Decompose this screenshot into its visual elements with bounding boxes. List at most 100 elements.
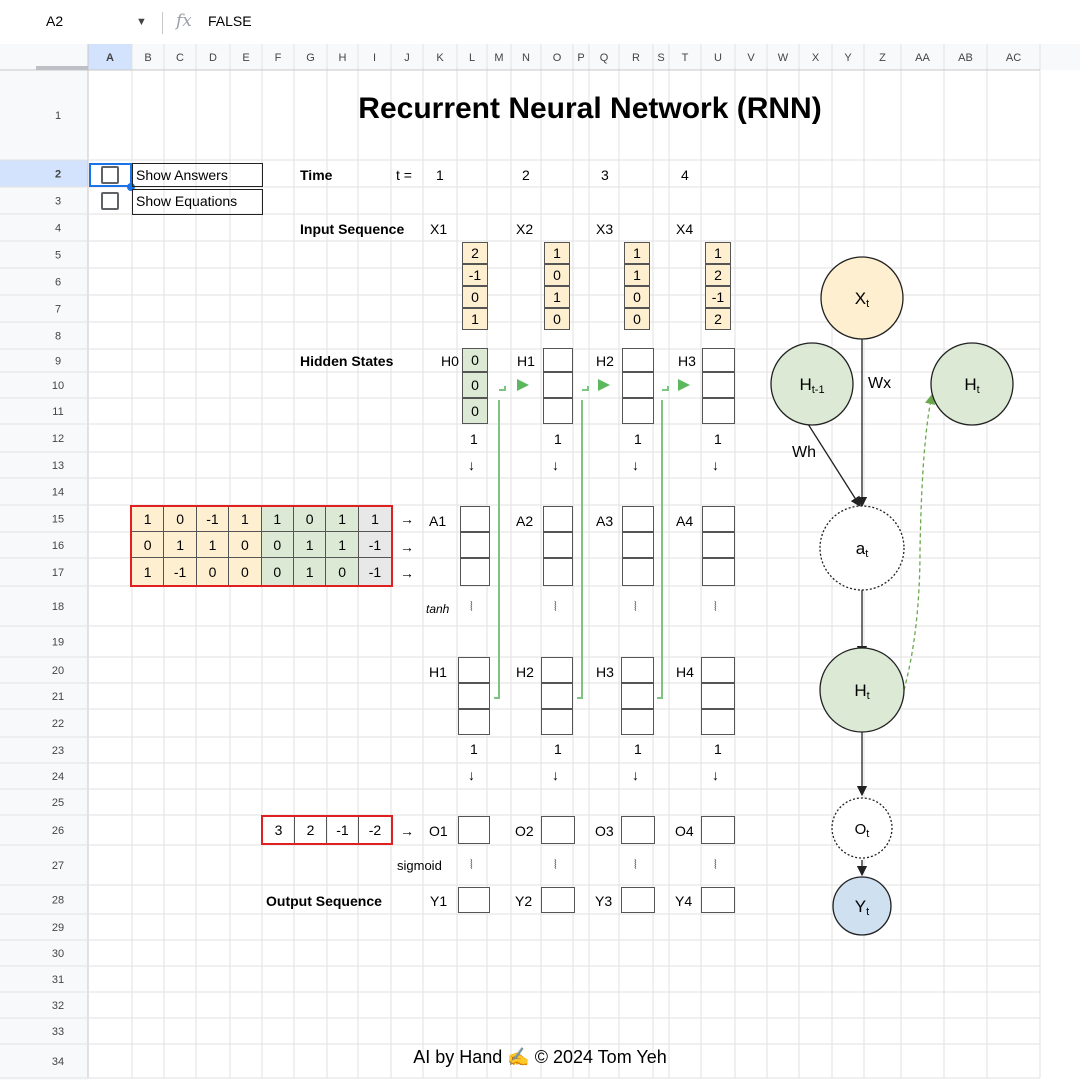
input-name: X3 — [596, 221, 614, 237]
input-cell[interactable]: 1 — [624, 242, 650, 264]
weight-cell[interactable]: 0 — [229, 558, 262, 585]
hidden-out-cell[interactable] — [701, 683, 735, 709]
input-cell[interactable]: 1 — [544, 286, 570, 308]
preact-cell[interactable] — [543, 532, 573, 558]
preact-cell[interactable] — [460, 506, 490, 532]
weight-cell[interactable]: 0 — [326, 558, 359, 585]
row-header: 24 — [52, 771, 64, 783]
preact-cell[interactable] — [622, 532, 654, 558]
input-cell[interactable]: 0 — [624, 286, 650, 308]
weight-cell[interactable]: 1 — [358, 507, 392, 532]
hidden-cell[interactable] — [543, 398, 573, 424]
weight-cell[interactable]: 0 — [229, 532, 262, 558]
hidden-out-cell[interactable] — [541, 683, 573, 709]
output-cell[interactable] — [458, 887, 490, 913]
preact-cell[interactable] — [622, 506, 654, 532]
preact-cell[interactable] — [543, 506, 573, 532]
output-cell[interactable] — [621, 887, 655, 913]
output-weight-cell[interactable]: 2 — [295, 817, 327, 843]
weight-cell[interactable]: -1 — [196, 507, 230, 532]
hidden-cell[interactable]: 0 — [462, 372, 488, 398]
weight-cell[interactable]: 1 — [132, 558, 165, 585]
input-cell[interactable]: 0 — [462, 286, 488, 308]
weight-cell[interactable]: 1 — [229, 507, 262, 532]
hidden-out-cell[interactable] — [458, 709, 490, 735]
hidden-cell[interactable] — [622, 372, 654, 398]
weight-cell[interactable]: 1 — [294, 532, 327, 558]
preact-cell[interactable] — [702, 532, 735, 558]
weight-cell[interactable]: 0 — [261, 532, 294, 558]
row-header: 22 — [52, 718, 64, 730]
weight-cell[interactable]: 1 — [196, 532, 230, 558]
weight-cell[interactable]: 1 — [294, 558, 327, 585]
output-weight-cell[interactable]: 3 — [263, 817, 295, 843]
formula-input[interactable]: FALSE — [208, 13, 252, 29]
preact-cell[interactable] — [460, 558, 490, 586]
preact-cell[interactable] — [702, 506, 735, 532]
show-answers-checkbox[interactable] — [101, 166, 119, 184]
weight-cell[interactable]: 0 — [294, 507, 327, 532]
output-pre-cell[interactable] — [701, 816, 735, 844]
hidden-cell[interactable] — [622, 348, 654, 372]
input-cell[interactable]: 0 — [624, 308, 650, 330]
output-weight-cell[interactable]: -1 — [327, 817, 359, 843]
hidden-out-cell[interactable] — [541, 709, 573, 735]
output-pre-cell[interactable] — [541, 816, 575, 844]
weight-cell[interactable]: -1 — [358, 532, 392, 558]
preact-cell[interactable] — [460, 532, 490, 558]
hidden-cell[interactable] — [543, 372, 573, 398]
weight-cell[interactable]: 0 — [261, 558, 294, 585]
weight-cell[interactable]: 1 — [326, 507, 359, 532]
column-header: Z — [879, 52, 886, 64]
input-cell[interactable]: 1 — [462, 308, 488, 330]
hidden-out-cell[interactable] — [621, 709, 654, 735]
weight-cell[interactable]: 1 — [132, 507, 165, 532]
hidden-cell[interactable]: 0 — [462, 348, 488, 372]
chevron-down-icon[interactable]: ▼ — [136, 16, 147, 28]
preact-cell[interactable] — [622, 558, 654, 586]
hidden-cell[interactable] — [702, 398, 735, 424]
input-cell[interactable]: -1 — [462, 264, 488, 286]
hidden-out-cell[interactable] — [458, 683, 490, 709]
weight-cell[interactable]: 0 — [196, 558, 230, 585]
output-pre-cell[interactable] — [458, 816, 490, 844]
hidden-out-cell[interactable] — [458, 657, 490, 683]
weight-cell[interactable]: 1 — [326, 532, 359, 558]
input-cell[interactable]: 2 — [705, 308, 731, 330]
name-box[interactable]: A2 — [46, 13, 64, 29]
input-cell[interactable]: -1 — [705, 286, 731, 308]
hidden-out-cell[interactable] — [621, 657, 654, 683]
hidden-cell[interactable] — [543, 348, 573, 372]
hidden-out-cell[interactable] — [621, 683, 654, 709]
weight-cell[interactable]: -1 — [164, 558, 197, 585]
weight-cell[interactable]: 0 — [164, 507, 197, 532]
hidden-out-cell[interactable] — [701, 709, 735, 735]
input-cell[interactable]: 1 — [624, 264, 650, 286]
show-equations-checkbox[interactable] — [101, 192, 119, 210]
weight-cell[interactable]: 1 — [261, 507, 294, 532]
output-weight-cell[interactable]: -2 — [368, 822, 382, 838]
selected-cell[interactable] — [89, 163, 132, 187]
hidden-out-cell[interactable] — [541, 657, 573, 683]
weight-cell[interactable]: 1 — [164, 532, 197, 558]
input-cell[interactable]: 2 — [462, 242, 488, 264]
selection-handle[interactable] — [127, 183, 135, 191]
hidden-out-cell[interactable] — [701, 657, 735, 683]
column-header: I — [373, 52, 376, 64]
weight-cell[interactable]: -1 — [358, 558, 392, 585]
input-cell[interactable]: 0 — [544, 264, 570, 286]
output-cell[interactable] — [701, 887, 735, 913]
hidden-cell[interactable] — [702, 348, 735, 372]
hidden-cell[interactable] — [702, 372, 735, 398]
hidden-cell[interactable]: 0 — [462, 398, 488, 424]
input-cell[interactable]: 0 — [544, 308, 570, 330]
output-pre-cell[interactable] — [621, 816, 655, 844]
preact-cell[interactable] — [543, 558, 573, 586]
preact-cell[interactable] — [702, 558, 735, 586]
hidden-cell[interactable] — [622, 398, 654, 424]
output-cell[interactable] — [541, 887, 575, 913]
input-cell[interactable]: 1 — [544, 242, 570, 264]
weight-cell[interactable]: 0 — [132, 532, 165, 558]
input-cell[interactable]: 1 — [705, 242, 731, 264]
input-cell[interactable]: 2 — [705, 264, 731, 286]
